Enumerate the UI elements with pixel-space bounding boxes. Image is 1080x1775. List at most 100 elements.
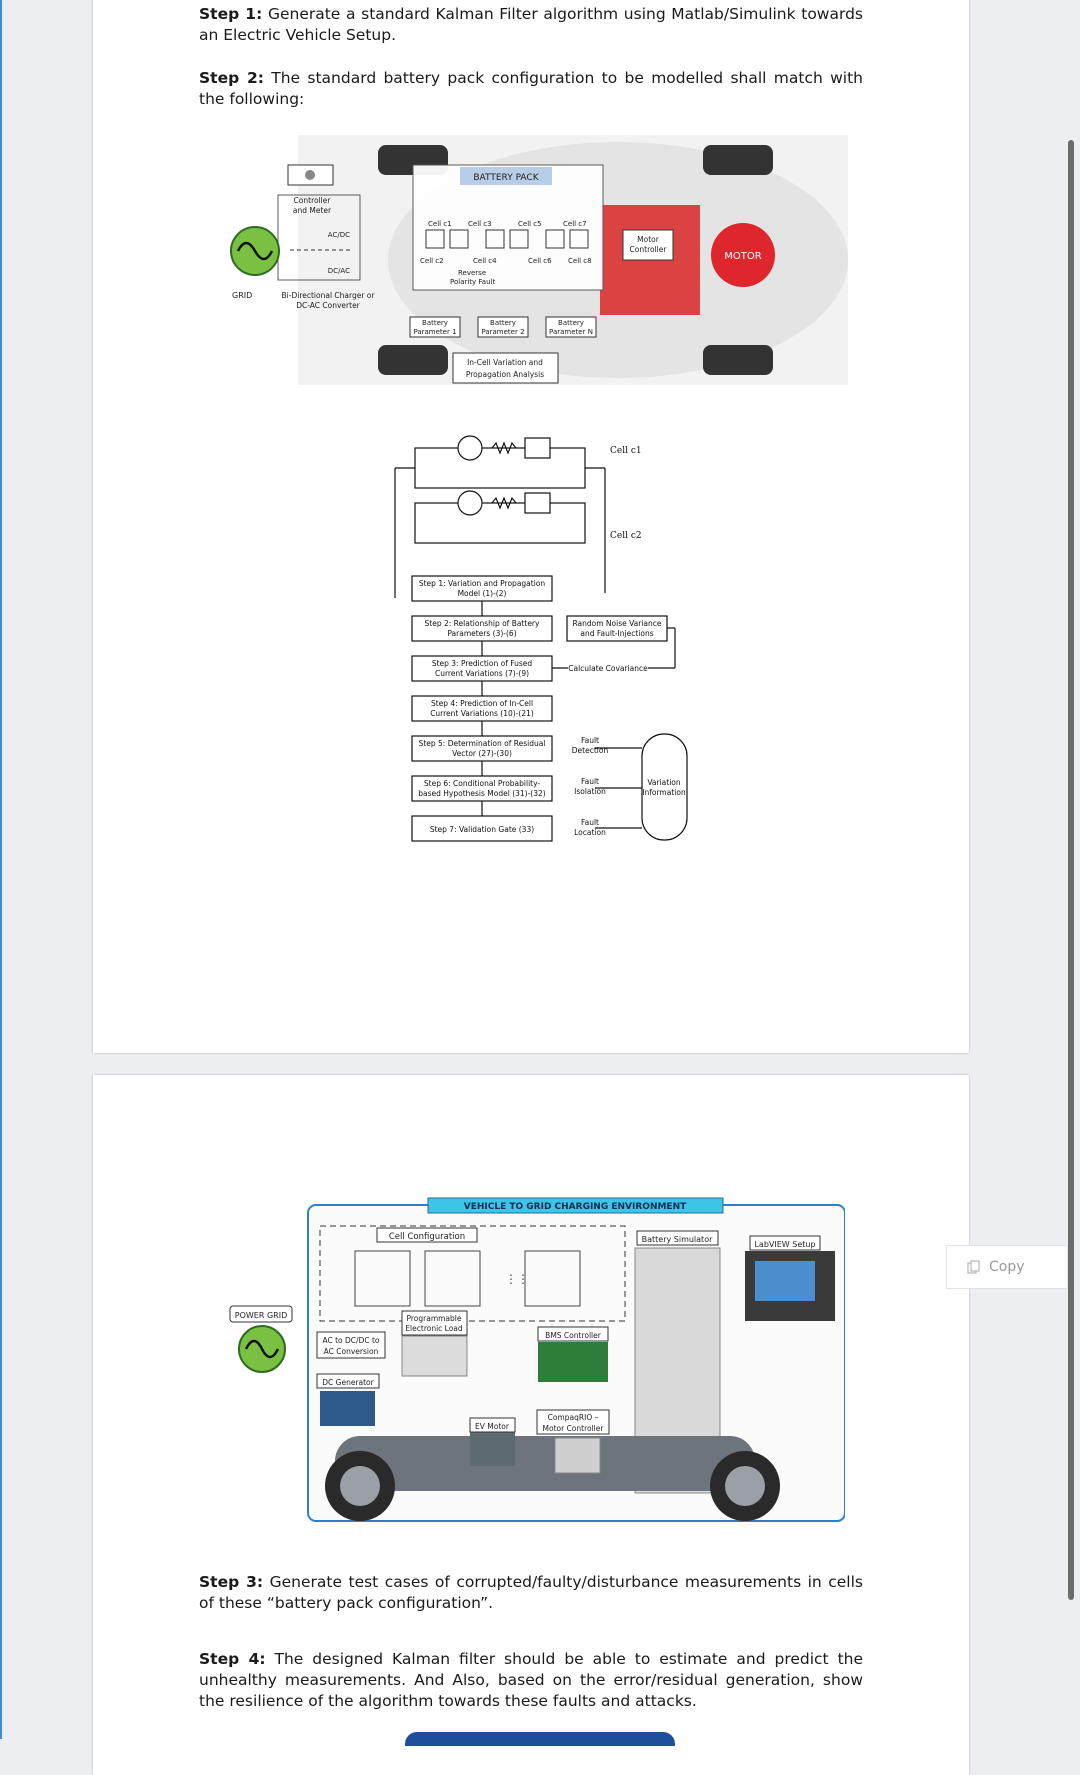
compaq-label-2: Motor Controller [543, 1424, 605, 1433]
scrollbar[interactable] [1068, 140, 1074, 1600]
step-3-line-1: Step 3: Prediction of Fused [432, 659, 533, 668]
resistor-c2-icon [491, 496, 517, 510]
bms-label: BMS Controller [545, 1331, 602, 1340]
labview-label-box [749, 1235, 821, 1251]
detection-label-2: Detection [572, 746, 609, 755]
copy-icon [967, 1260, 980, 1274]
step-4-line-2: Current Variations (10)-(21) [430, 709, 534, 718]
cell-label-c2: Cell c2 [420, 257, 444, 265]
compaq-label-box [536, 1409, 610, 1435]
battery-param-1-label-2: Parameter 1 [413, 328, 456, 336]
copy-label: Copy [989, 1259, 1025, 1275]
acdc-box [316, 1331, 386, 1359]
step-3-line-2: Current Variations (7)-(9) [435, 669, 529, 678]
cell-group [354, 1250, 411, 1307]
controller-label-1: Controller [294, 196, 332, 205]
incell-label-2: Propagation Analysis [466, 370, 544, 379]
compaqrio-icon [554, 1437, 601, 1474]
cell-config-box [319, 1225, 626, 1322]
controller-label-2: and Meter [293, 206, 332, 215]
converter-box [277, 194, 361, 281]
wheel-rear-right [703, 345, 773, 375]
flow-diagram-figure: Cell c1 Cell c2 Step 1: Variation and Pr… [394, 435, 688, 842]
motor-icon [711, 223, 775, 287]
variation-info-label-1: Variation [647, 778, 681, 787]
motor-controller-label-2: Controller [630, 245, 668, 254]
location-label-2: Location [574, 828, 606, 837]
battery-pack-header [460, 167, 552, 185]
cell-symbol [509, 229, 529, 249]
dc-generator-label: DC Generator [322, 1378, 374, 1387]
acdc-label-1: AC to DC/DC to [323, 1336, 380, 1345]
step-2-line-2: Parameters (3)-(6) [447, 629, 516, 638]
copy-button[interactable]: Copy [946, 1245, 1068, 1289]
prog-load-label-2: Electronic Load [405, 1324, 463, 1333]
ev-chassis [335, 1436, 755, 1491]
reverse-label-1: Reverse [458, 269, 486, 277]
v2g-environment-figure: VEHICLE TO GRID CHARGING ENVIRONMENT Cel… [229, 1197, 845, 1522]
covariance-label: Calculate Covariance [568, 664, 648, 673]
cell-group [424, 1250, 481, 1307]
step-4-label: Step 4: [199, 1650, 266, 1668]
capacitor-c1-icon [524, 437, 551, 459]
battery-param-2-label-2: Parameter 2 [481, 328, 524, 336]
motor-controller-label-1: Motor [637, 235, 660, 244]
step-4-text: The designed Kalman filter should be abl… [199, 1650, 864, 1710]
motor-controller-box [622, 229, 674, 261]
battery-pack-label: BATTERY PACK [473, 173, 539, 183]
power-grid-label: POWER GRID [235, 1311, 287, 1320]
resistor-c1-icon [491, 441, 517, 455]
step-1-label: Step 1: [199, 5, 263, 23]
incell-label-1: In-Cell Variation and [467, 358, 543, 367]
cell-config-label: Cell Configuration [389, 1232, 465, 1242]
v2g-title-bar [427, 1197, 724, 1214]
variation-info-label-2: Information [642, 788, 686, 797]
compaq-label-1: CompaqRIO – [548, 1413, 599, 1422]
acdc-label: AC/DC [328, 231, 350, 239]
covariance-label-bg [568, 660, 648, 674]
ac-wave-icon [244, 1339, 280, 1359]
cell-label-c1: Cell c1 [428, 220, 452, 228]
cell-group [524, 1250, 581, 1307]
cell-label-c5: Cell c5 [518, 220, 542, 228]
window-left-edge [0, 0, 2, 1739]
wheel-rear-left [378, 345, 448, 375]
dc-generator-label-box [316, 1373, 380, 1389]
electronic-load-icon [401, 1335, 468, 1377]
cell-c1-label: Cell c1 [610, 446, 642, 456]
grid-label: GRID [232, 291, 252, 300]
battery-param-1-label-1: Battery [422, 319, 448, 327]
cell-label-c7: Cell c7 [563, 220, 587, 228]
isolation-label-1: Fault [581, 777, 599, 786]
step-3-label: Step 3: [199, 1573, 264, 1591]
bottom-button[interactable] [405, 1732, 675, 1746]
dcac-label: DC/AC [328, 267, 350, 275]
step-6-line-2: based Hypothesis Model (31)-(32) [418, 789, 546, 798]
cell-label-c4: Cell c4 [473, 257, 497, 265]
v2g-title: VEHICLE TO GRID CHARGING ENVIRONMENT [464, 1202, 687, 1212]
noise-label-1: Random Noise Variance [572, 619, 661, 628]
ac-wave-icon [236, 241, 274, 261]
ev-motor-label-box [469, 1417, 516, 1433]
cell-symbol [569, 229, 589, 249]
detection-label-1: Fault [581, 736, 599, 745]
step-2-text: The standard battery pack configuration … [199, 69, 864, 108]
source-c1-icon [457, 435, 483, 461]
labview-screen [755, 1261, 815, 1301]
dc-generator-icon [320, 1391, 375, 1426]
bms-board-icon [538, 1342, 608, 1382]
battery-sim-label-box [636, 1230, 719, 1246]
wheel-front-right [703, 145, 773, 175]
noise-label-2: and Fault-Injections [580, 629, 653, 638]
step-2-paragraph: Step 2: The standard battery pack config… [199, 68, 863, 110]
location-label-1: Fault [581, 818, 599, 827]
battery-sim-label: Battery Simulator [642, 1235, 713, 1244]
step-2-label: Step 2: [199, 69, 264, 87]
battery-param-n-label-2: Parameter N [549, 328, 593, 336]
charger-label-2: DC-AC Converter [296, 301, 360, 310]
incell-analysis-box [452, 352, 559, 384]
meter-icon [305, 170, 315, 180]
variation-info-box [641, 733, 688, 841]
prog-load-label-1: Programmable [406, 1314, 461, 1323]
labview-label: LabVIEW Setup [754, 1240, 815, 1249]
